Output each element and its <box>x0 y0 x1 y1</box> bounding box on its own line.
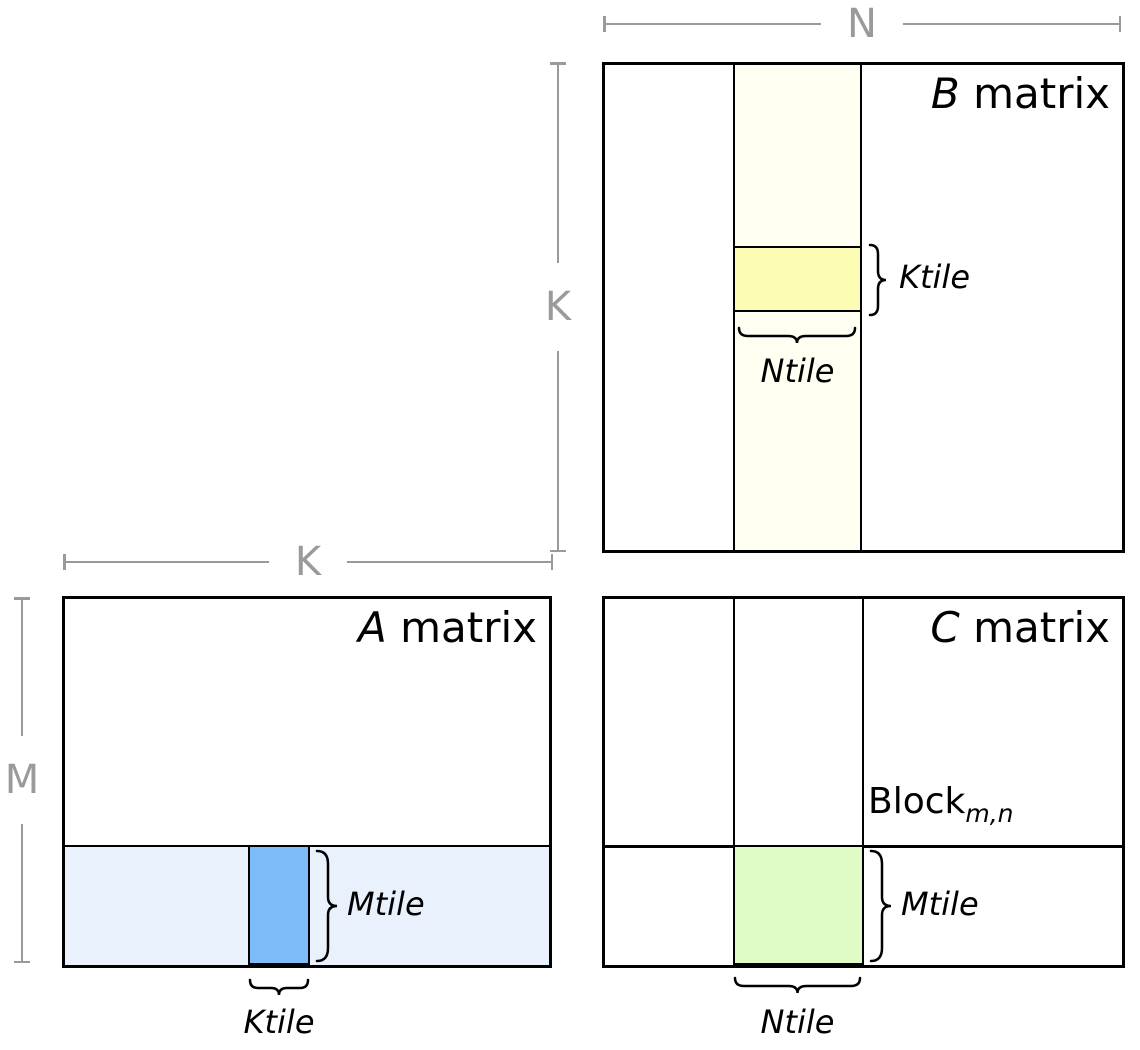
ruler-line <box>20 599 24 736</box>
a-matrix: Mtile A matrix <box>62 596 552 968</box>
c-matrix: Blockm,n Mtile C matrix <box>602 596 1125 968</box>
c-matrix-title: C matrix <box>930 603 1110 652</box>
c-matrix-title-rest: matrix <box>959 603 1110 652</box>
ruler-line <box>902 22 1119 26</box>
c-mtile-label: Mtile <box>901 885 979 923</box>
mtile-brace-icon <box>315 849 338 963</box>
ntile-underbrace-icon <box>737 326 857 344</box>
ktile-underbrace-icon <box>248 978 310 996</box>
ruler-tick <box>14 597 30 600</box>
a-ktile-cell <box>248 845 310 965</box>
c-block-cell <box>733 845 864 965</box>
a-matrix-title-rest: matrix <box>386 603 537 652</box>
a-matrix-letter: A <box>358 603 387 652</box>
ruler-line <box>65 560 269 564</box>
k-dimension-label-vertical: K <box>544 284 572 330</box>
ruler-line <box>605 22 822 26</box>
ruler-tick <box>603 16 606 32</box>
ruler-tick <box>1118 16 1122 32</box>
b-matrix-title-rest: matrix <box>959 69 1110 118</box>
ruler-tick <box>550 549 566 552</box>
block-label-base: Block <box>868 781 966 822</box>
b-matrix-letter: B <box>930 69 960 118</box>
b-ktile-cell <box>733 246 862 312</box>
ruler-tick <box>550 62 566 65</box>
a-mtile-label: Mtile <box>347 885 425 923</box>
ntile-underbrace-icon <box>733 976 862 994</box>
b-ktile-label: Ktile <box>899 258 970 296</box>
c-ntile-label: Ntile <box>760 1003 835 1041</box>
c-column-divider-right <box>862 599 864 965</box>
ruler-line <box>347 560 551 564</box>
m-dimension-label: M <box>4 757 40 803</box>
ruler-tick <box>550 554 554 570</box>
c-column-divider-left <box>733 599 735 965</box>
mtile-brace-icon <box>869 849 892 963</box>
c-matrix-letter: C <box>930 603 960 652</box>
a-ktile-label: Ktile <box>243 1003 315 1041</box>
k-dimension-ruler-vertical: K <box>544 62 572 552</box>
ruler-line <box>20 824 24 961</box>
ruler-line <box>556 64 560 263</box>
k-dimension-label-horizontal: K <box>294 539 322 585</box>
b-matrix-title: B matrix <box>930 69 1110 118</box>
block-label-subscript: m,n <box>965 799 1014 828</box>
n-dimension-ruler: N <box>603 4 1122 44</box>
n-dimension-label: N <box>847 1 877 47</box>
ruler-tick <box>14 960 30 963</box>
b-ntile-label: Ntile <box>760 352 835 390</box>
m-dimension-ruler: M <box>5 597 39 963</box>
ktile-brace-icon <box>868 243 887 317</box>
ruler-line <box>556 351 560 550</box>
a-matrix-title: A matrix <box>358 603 537 652</box>
ruler-tick <box>63 554 66 570</box>
b-matrix: Ktile Ntile B matrix <box>602 62 1125 553</box>
k-dimension-ruler-horizontal: K <box>63 542 554 582</box>
block-mn-label: Blockm,n <box>868 781 1014 828</box>
